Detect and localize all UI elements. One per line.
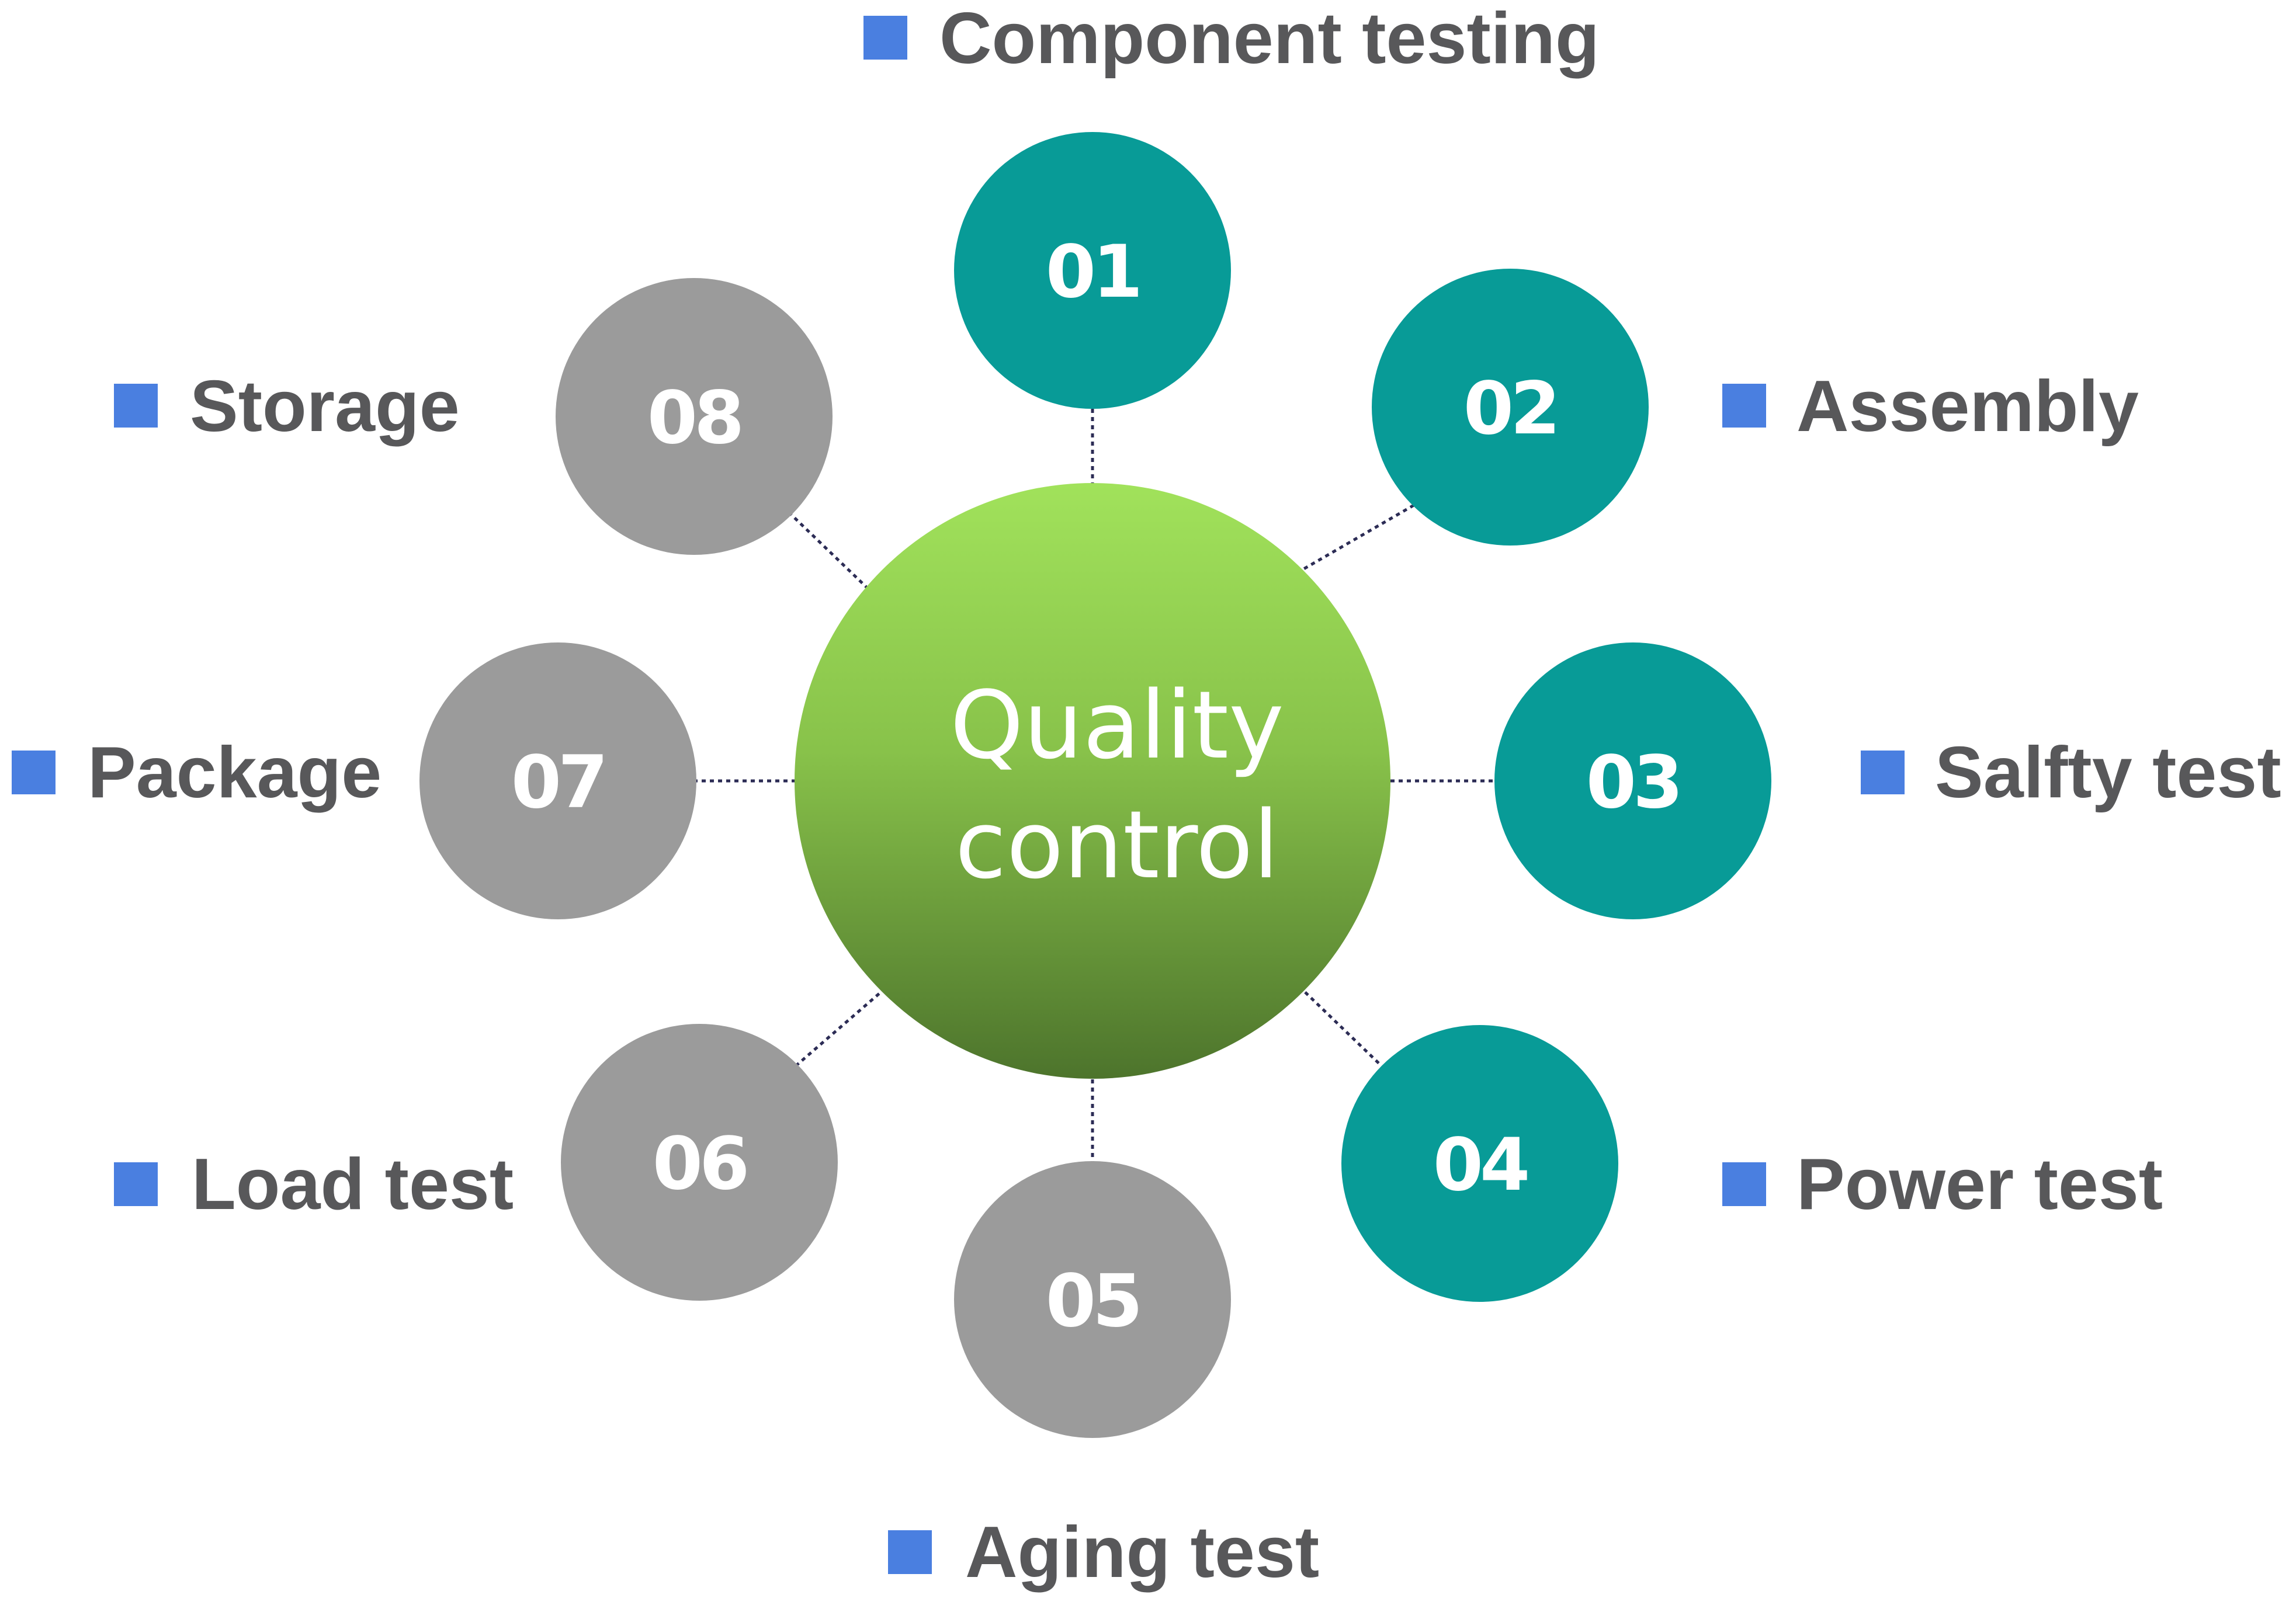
node-circle-07 xyxy=(419,642,696,919)
node-circle-08 xyxy=(556,278,833,555)
label-bullet-03 xyxy=(1861,751,1905,794)
connectors xyxy=(693,409,1493,1165)
step-node-03: 03 xyxy=(1494,642,1771,919)
step-node-04: 04 xyxy=(1341,1025,1618,1302)
node-circle-05 xyxy=(954,1161,1231,1438)
node-number-02: 02 xyxy=(1463,367,1558,451)
node-number-05: 05 xyxy=(1046,1259,1140,1343)
center-label-line1: Quality xyxy=(950,671,1284,780)
node-number-08: 08 xyxy=(647,376,741,460)
label-salfty-test: Salfty test xyxy=(1861,732,2281,813)
label-bullet-01 xyxy=(863,16,907,60)
label-bullet-07 xyxy=(12,751,56,794)
node-circle-04 xyxy=(1341,1025,1618,1302)
connector-08 xyxy=(788,511,870,591)
label-component-testing: Component testing xyxy=(863,0,1600,79)
label-storage: Storage xyxy=(114,366,460,447)
label-text-05: Aging test xyxy=(965,1512,1319,1593)
node-number-01: 01 xyxy=(1046,230,1140,314)
label-text-01: Component testing xyxy=(939,0,1600,79)
node-circle-01 xyxy=(954,132,1231,409)
center-label-line2: control xyxy=(955,790,1279,899)
node-number-04: 04 xyxy=(1433,1123,1527,1207)
label-assembly: Assembly xyxy=(1722,366,2139,447)
label-load-test: Load test xyxy=(114,1144,514,1225)
step-node-01: 01 xyxy=(954,132,1231,409)
step-node-07: 07 xyxy=(419,642,696,919)
label-bullet-06 xyxy=(114,1162,158,1206)
connector-02 xyxy=(1302,503,1415,571)
label-text-07: Package xyxy=(88,732,381,813)
label-bullet-02 xyxy=(1722,384,1766,428)
center-hub: Quality control xyxy=(795,483,1390,1079)
label-bullet-04 xyxy=(1722,1162,1766,1206)
node-circle-03 xyxy=(1494,642,1771,919)
label-bullet-08 xyxy=(114,384,158,428)
node-number-07: 07 xyxy=(511,741,605,825)
step-node-08: 08 xyxy=(556,278,833,555)
label-power-test: Power test xyxy=(1722,1144,2163,1225)
label-bullet-05 xyxy=(888,1530,932,1574)
label-text-08: Storage xyxy=(190,366,460,447)
node-circle-02 xyxy=(1372,269,1649,546)
connector-06 xyxy=(795,989,885,1067)
label-aging-test: Aging test xyxy=(888,1512,1319,1593)
step-node-06: 06 xyxy=(561,1024,838,1301)
step-node-05: 05 xyxy=(954,1161,1231,1438)
label-text-03: Salfty test xyxy=(1935,732,2281,813)
label-text-06: Load test xyxy=(192,1144,514,1225)
center-circle xyxy=(795,483,1390,1079)
label-package: Package xyxy=(12,732,381,813)
node-number-03: 03 xyxy=(1586,741,1680,825)
node-circle-06 xyxy=(561,1024,838,1301)
step-node-02: 02 xyxy=(1372,269,1649,546)
label-text-04: Power test xyxy=(1796,1144,2163,1225)
label-text-02: Assembly xyxy=(1796,366,2139,447)
node-number-06: 06 xyxy=(653,1122,747,1206)
connector-04 xyxy=(1302,989,1386,1070)
